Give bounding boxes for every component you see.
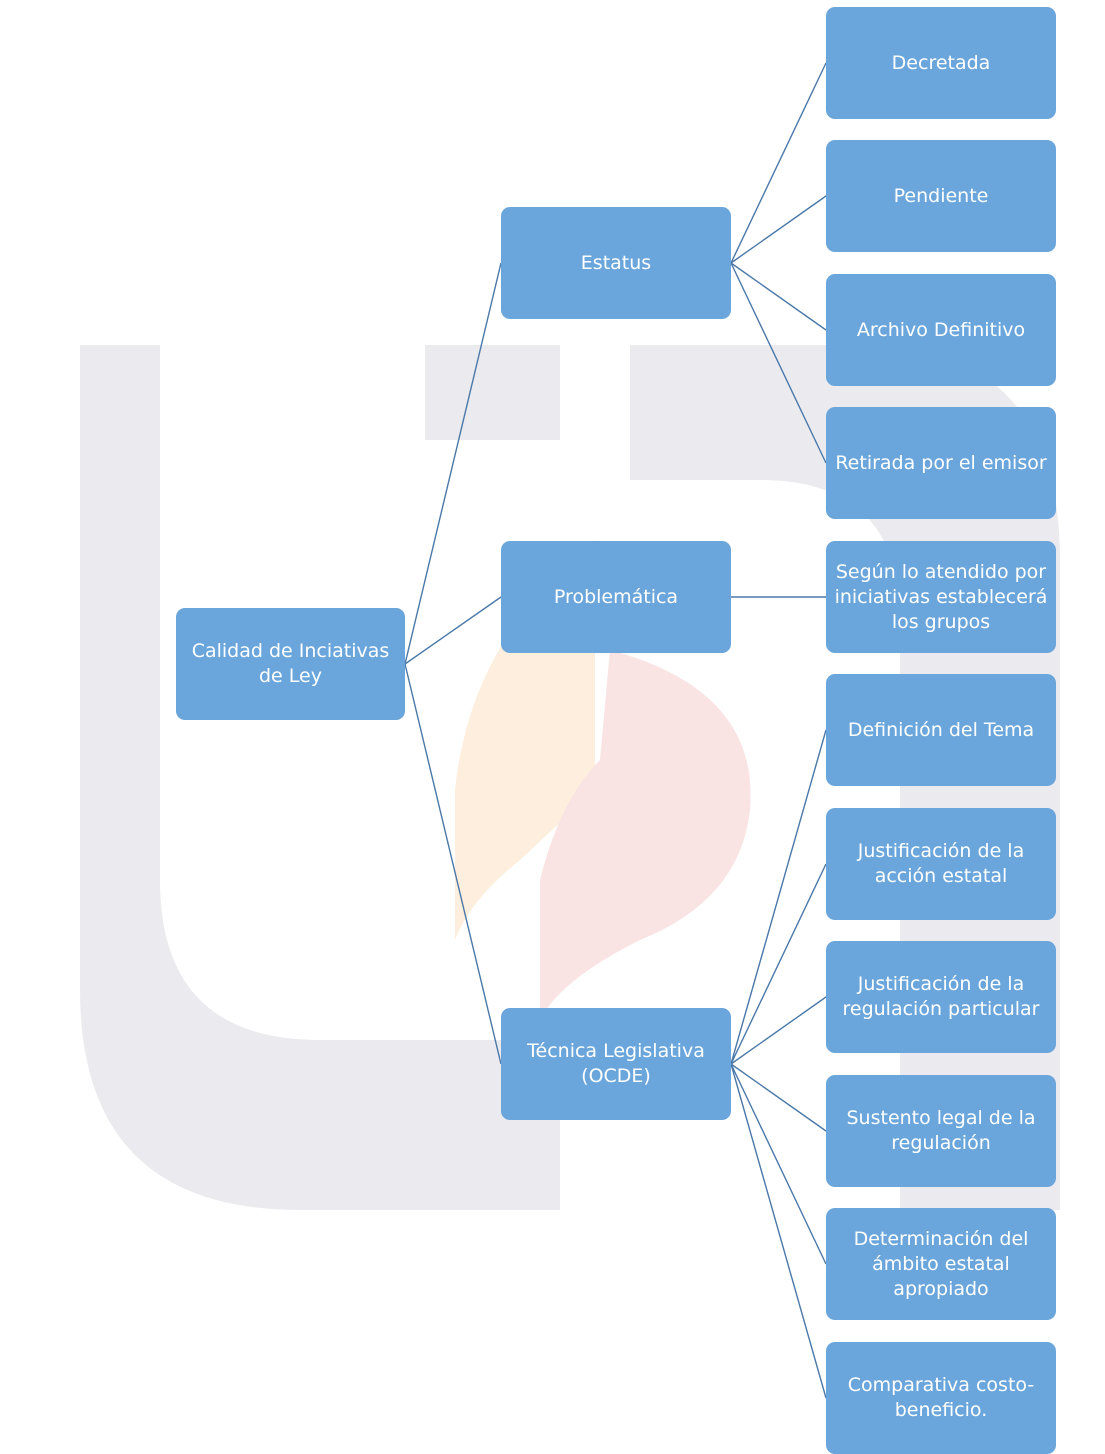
- branch-label-estatus: Estatus: [580, 251, 652, 274]
- leaf-node-retirada-por-el-emisor: Retirada por el emisor: [826, 407, 1056, 519]
- watermark-red-shape: [540, 650, 751, 1020]
- leaf-node-sustento-legal: Sustento legal de la regulación: [826, 1075, 1056, 1187]
- leaf-node-decretada: Decretada: [826, 7, 1056, 119]
- connector-branch-leaf-9: [730, 1063, 827, 1265]
- branch-label-tecnica-legislativa: Técnica Legislativa (OCDE): [527, 1040, 705, 1087]
- connector-branch-leaf-10: [730, 1063, 827, 1399]
- leaf-label: Retirada por el emisor: [835, 451, 1047, 474]
- connector-branch-leaf-6: [730, 863, 827, 1065]
- connector-branch-leaf-1: [730, 195, 827, 264]
- branch-node-problematica: Problemática: [501, 541, 731, 653]
- branch-node-estatus: Estatus: [501, 207, 731, 319]
- leaf-node-justificacion-regulacion-particular: Justificación de la regulación particula…: [826, 941, 1056, 1053]
- connector-root-branch-1: [404, 596, 502, 665]
- leaf-node-justificacion-accion-estatal: Justificación de la acción estatal: [826, 808, 1056, 920]
- leaf-label: Decretada: [891, 51, 991, 74]
- branch-node-tecnica-legislativa: Técnica Legislativa (OCDE): [501, 1008, 731, 1120]
- leaf-label: Definición del Tema: [847, 718, 1035, 741]
- connector-branch-leaf-0: [730, 62, 827, 264]
- leaf-node-pendiente: Pendiente: [826, 140, 1056, 252]
- leaf-node-segun-lo-atendido: Según lo atendido por iniciativas establ…: [826, 541, 1056, 653]
- connector-branch-leaf-8: [730, 1063, 827, 1132]
- leaf-label: Justificación de la acción estatal: [857, 840, 1025, 887]
- connector-branch-leaf-7: [730, 996, 827, 1065]
- root-node: Calidad de Inciativas de Ley: [176, 608, 405, 720]
- connector-root-branch-2: [404, 663, 502, 1065]
- branch-label-problematica: Problemática: [553, 585, 679, 608]
- connector-branch-leaf-3: [730, 262, 827, 464]
- connector-root-branch-0: [404, 262, 502, 665]
- leaf-label: Sustento legal de la regulación: [846, 1107, 1036, 1154]
- leaf-label: Determinación del ámbito estatal apropia…: [853, 1227, 1029, 1300]
- leaf-label: Archivo Definitivo: [856, 318, 1026, 341]
- connector-branch-leaf-2: [730, 262, 827, 331]
- leaf-label: Pendiente: [893, 184, 989, 207]
- connector-branch-leaf-5: [730, 729, 827, 1065]
- leaf-label: Según lo atendido por iniciativas establ…: [834, 560, 1048, 633]
- leaf-node-definicion-del-tema: Definición del Tema: [826, 674, 1056, 786]
- leaf-node-archivo-definitivo: Archivo Definitivo: [826, 274, 1056, 386]
- leaf-label: Justificación de la regulación particula…: [842, 973, 1040, 1020]
- leaf-node-determinacion-ambito-estatal: Determinación del ámbito estatal apropia…: [826, 1208, 1056, 1320]
- leaf-node-comparativa-costo-beneficio: Comparativa costo- beneficio.: [826, 1342, 1056, 1454]
- root-node-label: Calidad de Inciativas de Ley: [191, 640, 390, 687]
- leaf-label: Comparativa costo- beneficio.: [847, 1374, 1035, 1421]
